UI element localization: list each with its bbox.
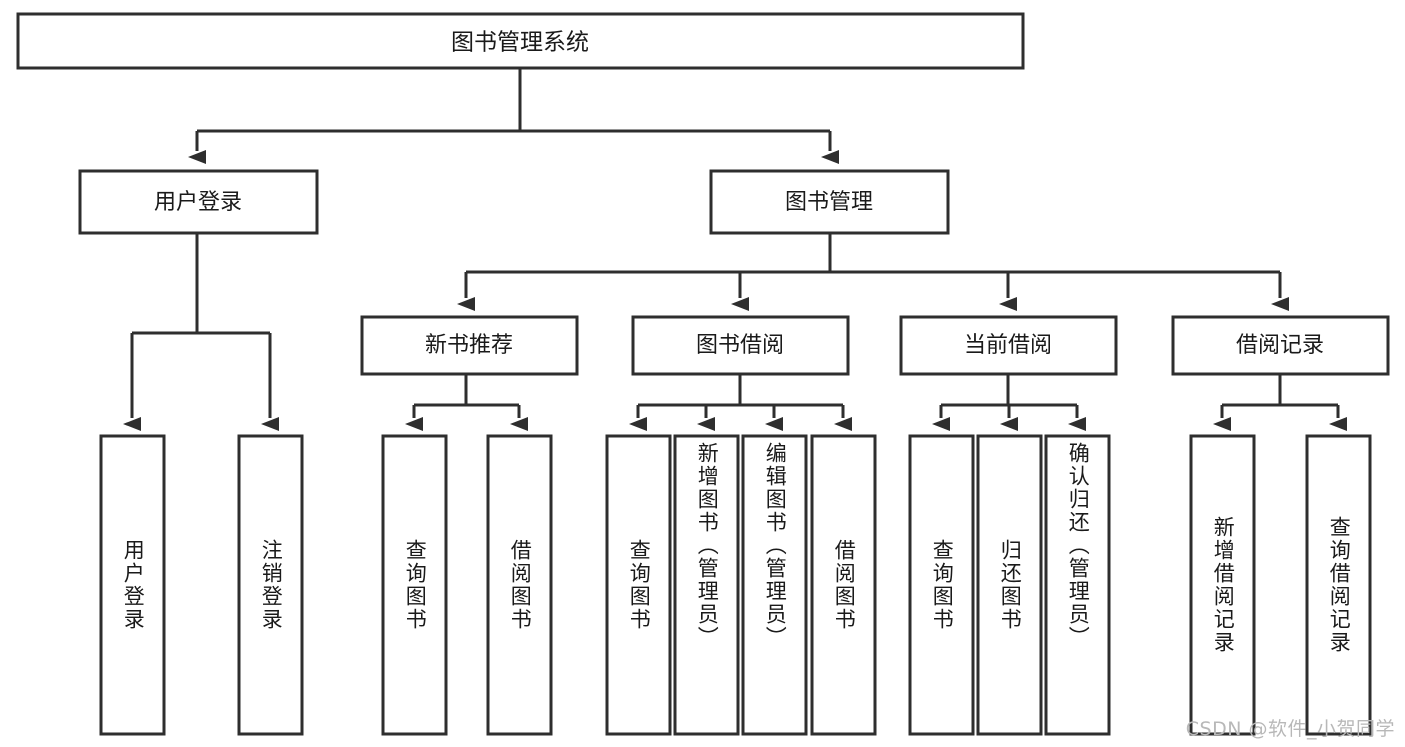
node-label-book-borrow: 图书借阅 (696, 333, 784, 358)
node-box-leaf-add-record[interactable] (1189, 434, 1256, 736)
node-label-root: 图书管理系统 (451, 30, 589, 56)
node-label-user-login: 用户登录 (154, 190, 242, 215)
node-label-current-borrow: 当前借阅 (964, 333, 1052, 358)
node-box-leaf-query-record[interactable] (1305, 434, 1372, 736)
watermark-text: CSDN @软件_小贺同学 (1185, 718, 1395, 740)
node-box-leaf-edit-book[interactable] (741, 434, 808, 736)
node-label-borrow-record: 借阅记录 (1236, 333, 1324, 358)
node-box-leaf-add-book[interactable] (673, 434, 740, 736)
node-box-leaf-user-login[interactable] (99, 434, 166, 736)
node-box-book-borrow[interactable] (631, 315, 850, 376)
node-box-root[interactable] (16, 12, 1025, 70)
node-box-leaf-borrow-book-1[interactable] (486, 434, 553, 736)
node-box-new-book-rec[interactable] (360, 315, 579, 376)
node-box-leaf-logout[interactable] (237, 434, 304, 736)
node-label-new-book-rec: 新书推荐 (425, 333, 513, 358)
node-box-leaf-query-book-3[interactable] (908, 434, 975, 736)
node-box-current-borrow[interactable] (899, 315, 1118, 376)
node-label-book-manage: 图书管理 (785, 190, 873, 215)
node-box-leaf-query-book-1[interactable] (381, 434, 448, 736)
node-box-leaf-confirm-return[interactable] (1044, 434, 1111, 736)
node-box-leaf-return-book[interactable] (976, 434, 1043, 736)
node-box-borrow-record[interactable] (1171, 315, 1390, 376)
node-box-book-manage[interactable] (709, 169, 950, 235)
node-box-leaf-borrow-book-2[interactable] (810, 434, 877, 736)
node-box-leaf-query-book-2[interactable] (605, 434, 672, 736)
